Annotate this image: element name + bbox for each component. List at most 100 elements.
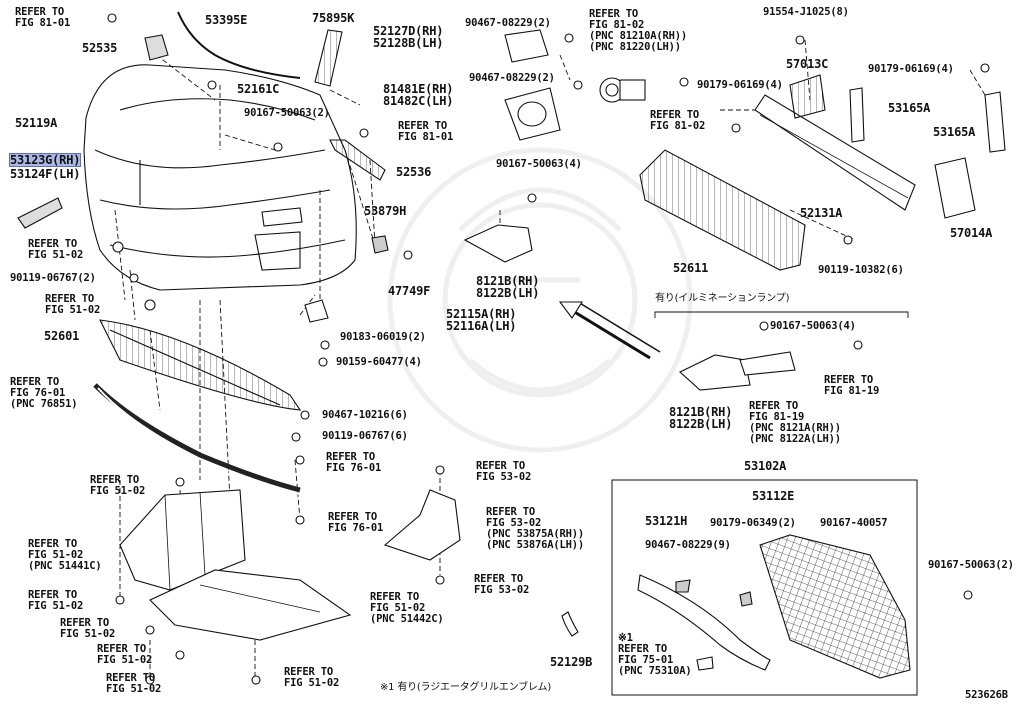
- part-8121B-upper: [463, 224, 533, 263]
- part-81481E: [504, 87, 561, 141]
- label-91554-J1025: 91554-J1025(8): [763, 6, 849, 18]
- watermark: [387, 147, 693, 453]
- part-53123G: [17, 197, 63, 229]
- label-52161C: 52161C: [237, 82, 280, 96]
- part-52129B: [561, 611, 579, 637]
- label-53112E: 53112E: [752, 489, 795, 503]
- label-81481E: 81481E(RH)81482C(LH): [383, 82, 454, 108]
- part-lip-strip: [93, 383, 301, 493]
- label-53165A-b: 53165A: [933, 125, 976, 139]
- grille-box: [611, 479, 918, 696]
- part-fog-lamp: [599, 77, 646, 103]
- part-52115A: [304, 299, 329, 323]
- figure-number: 523626B: [965, 689, 1008, 701]
- part-52536: [329, 139, 386, 181]
- label-8121B-a: 8121B(RH)8122B(LH): [476, 274, 540, 300]
- part-51442C: [149, 569, 352, 641]
- label-52129B: 52129B: [550, 655, 593, 669]
- label-90167-50063-b: 90167-50063(4): [496, 158, 582, 170]
- label-52131A: 52131A: [800, 206, 843, 220]
- part-52611: [639, 149, 806, 271]
- label-illumination-lamp-note: 有り(イルミネーションランプ): [655, 293, 790, 304]
- part-lamp-bracket: [739, 351, 796, 376]
- label-57013C: 57013C: [786, 57, 829, 71]
- label-8121B-b: 8121B(RH)8122B(LH): [669, 405, 733, 431]
- part-53165A-b: [984, 91, 1006, 153]
- label-90179-06169-a: 90179-06169(4): [868, 63, 954, 75]
- label-90467-08229-a: 90467-08229(2): [465, 17, 551, 29]
- clip-part: [675, 579, 691, 593]
- part-8121B-lower: [679, 354, 751, 391]
- label-90179-06169-b: 90179-06169(4): [697, 79, 783, 91]
- bumper-cover-52119A: [83, 64, 357, 291]
- part-53121H: [637, 574, 771, 671]
- part-52131A: [754, 94, 916, 211]
- part-53112E: [759, 534, 911, 679]
- label-53165A-a: 53165A: [888, 101, 931, 115]
- label-53124F: 53124F(LH): [10, 167, 81, 181]
- label-90119-06767-b: 90119-06767(6): [322, 430, 408, 442]
- bolts: [107, 13, 990, 685]
- label-75895K: 75895K: [312, 11, 355, 25]
- label-90167-50063-d: 90167-50063(2): [928, 559, 1014, 571]
- part-52535: [144, 34, 169, 61]
- part-53879H: [371, 235, 389, 254]
- label-90183-06019: 90183-06019(2): [340, 331, 426, 343]
- part-52601: [99, 319, 302, 411]
- label-53123G: 53123G(RH): [8, 153, 82, 167]
- label-90159-60477: 90159-60477(4): [336, 356, 422, 368]
- label-52115A: 52115A(RH)52116A(LH): [446, 307, 517, 333]
- part-75895K: [314, 29, 343, 87]
- label-90167-40057: 90167-40057: [820, 517, 888, 529]
- label-57014A: 57014A: [950, 226, 993, 240]
- label-52536: 52536: [396, 165, 432, 179]
- label-52119A: 52119A: [15, 116, 58, 130]
- direction-arrow: [558, 301, 661, 360]
- part-53165A-a: [849, 87, 865, 143]
- label-90467-08229-b: 90467-08229(2): [469, 72, 555, 84]
- label-47749F: 47749F: [388, 284, 431, 298]
- label-52535: 52535: [82, 41, 118, 55]
- label-52127D: 52127D(RH)52128B(LH): [373, 24, 444, 50]
- label-53879H: 53879H: [364, 204, 407, 218]
- part-53875A: [383, 489, 461, 561]
- part-57013C: [789, 74, 826, 119]
- label-90167-50063-c: 90167-50063(4): [770, 320, 856, 332]
- label-53102A: 53102A: [744, 459, 787, 473]
- label-90167-50063-a: 90167-50063(2): [244, 107, 330, 119]
- label-52611: 52611: [673, 261, 709, 275]
- label-90467-08229-c: 90467-08229(9): [645, 539, 731, 551]
- label-53121H: 53121H: [645, 514, 688, 528]
- label-90119-06767-a: 90119-06767(2): [10, 272, 96, 284]
- label-90179-06349: 90179-06349(2): [710, 517, 796, 529]
- label-90467-10216: 90467-10216(6): [322, 409, 408, 421]
- label-53395E: 53395E: [205, 13, 248, 27]
- label-emblem-note: ※1 有り(ラジエータグリルエンブレム): [380, 682, 552, 693]
- bracket-line: [654, 311, 909, 318]
- part-53395E: [177, 11, 301, 79]
- label-52601: 52601: [44, 329, 80, 343]
- part-57014A: [934, 157, 976, 219]
